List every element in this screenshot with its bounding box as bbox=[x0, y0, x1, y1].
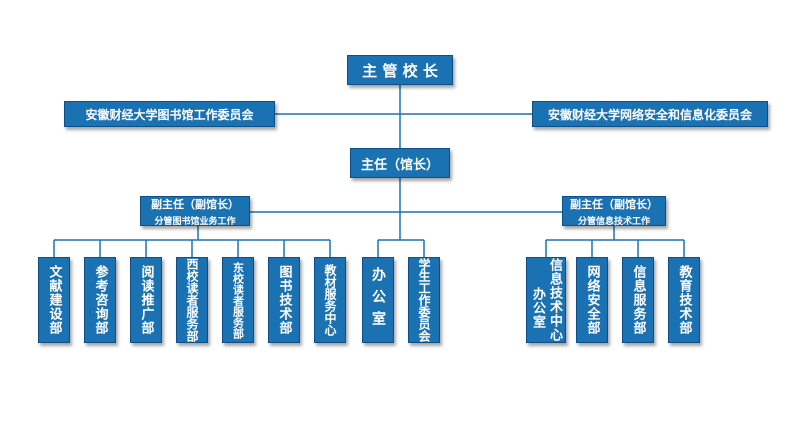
dept-educational-technology: 教育技术部 bbox=[668, 257, 700, 343]
principal-box: 主 管 校 长 bbox=[347, 55, 453, 85]
dept-west-reader-service: 西校读者服务部 bbox=[176, 257, 208, 343]
library-committee-box: 安徽财经大学图书馆工作委员会 bbox=[64, 101, 275, 127]
dept-reading-promotion: 阅读推广部 bbox=[130, 257, 162, 343]
dept-east-reader-service: 东校读者服务部 bbox=[222, 257, 254, 343]
dept-info-tech-center: 信息技术中心 办公室 bbox=[526, 257, 566, 343]
deputy-right-title: 副主任（副馆长） bbox=[570, 197, 658, 211]
deputy-left-box: 副主任（副馆长） 分管图书馆业务工作 bbox=[140, 196, 250, 227]
dept-office: 办公室 bbox=[362, 257, 394, 343]
deputy-right-box: 副主任（副馆长） 分管信息技术工作 bbox=[562, 196, 666, 227]
deputy-left-subtitle: 分管图书馆业务工作 bbox=[154, 216, 236, 227]
dept-textbook-service: 教材服务中心 bbox=[314, 257, 346, 343]
dept-student-work-committee: 学生工作委员会 bbox=[408, 257, 440, 343]
network-committee-box: 安徽财经大学网络安全和信息化委员会 bbox=[532, 101, 768, 127]
dept-network-security: 网络安全部 bbox=[576, 257, 608, 343]
dept-information-service: 信息服务部 bbox=[622, 257, 654, 343]
info-tech-center-office-label: 办公室 bbox=[530, 287, 545, 329]
deputy-left-title: 副主任（副馆长） bbox=[151, 197, 239, 211]
dept-reference-consulting: 参考咨询部 bbox=[84, 257, 116, 343]
info-tech-center-label: 信息技术中心 bbox=[547, 258, 562, 342]
director-box: 主任（馆长） bbox=[350, 148, 450, 178]
deputy-right-subtitle: 分管信息技术工作 bbox=[577, 216, 650, 227]
dept-library-technology: 图书技术部 bbox=[268, 257, 300, 343]
dept-literature-building: 文献建设部 bbox=[38, 257, 70, 343]
